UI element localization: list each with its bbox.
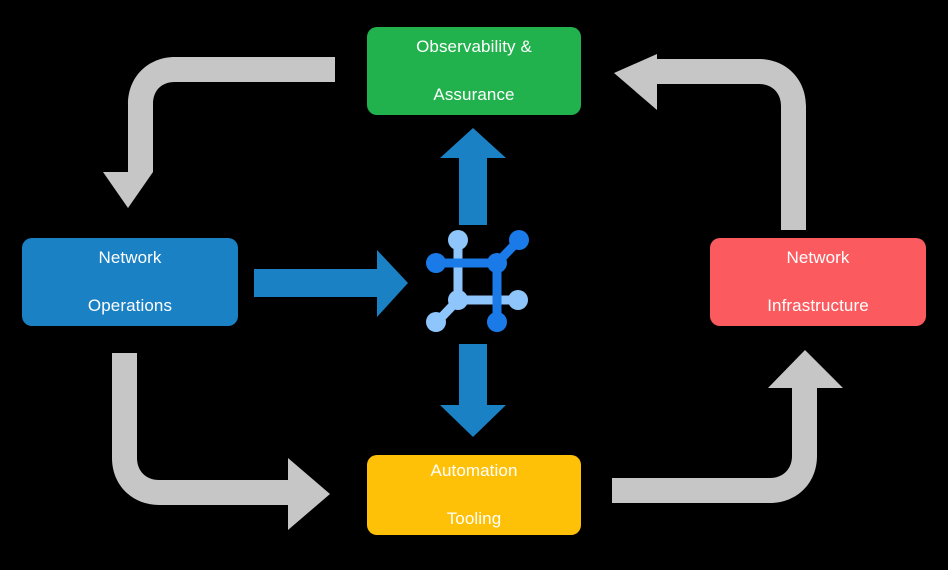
node-box-network-infrastructure[interactable]: Network Infrastructure bbox=[710, 238, 926, 326]
node-label-line-2: Infrastructure bbox=[767, 296, 869, 316]
node-label-line-1: Automation bbox=[430, 460, 518, 480]
network-node bbox=[426, 253, 446, 273]
arrow-observability-to-operations bbox=[103, 57, 335, 208]
arrow-infrastructure-to-observability bbox=[614, 54, 806, 230]
node-label-observability: Observability & Assurance bbox=[416, 11, 532, 132]
network-node bbox=[448, 230, 468, 250]
node-label-line-2: Assurance bbox=[433, 85, 515, 105]
node-box-automation-tooling[interactable]: Automation Tooling bbox=[367, 455, 581, 535]
arrow-center-to-automation bbox=[440, 344, 506, 437]
network-node bbox=[426, 312, 446, 332]
arrow-operations-to-automation bbox=[112, 353, 330, 530]
node-label-automation-tooling: Automation Tooling bbox=[431, 435, 518, 556]
network-node bbox=[508, 290, 528, 310]
network-topology-icon bbox=[426, 230, 529, 332]
node-label-line-1: Observability & bbox=[416, 36, 532, 56]
arrow-operations-to-center bbox=[254, 250, 408, 317]
arrow-center-to-observability bbox=[440, 128, 506, 225]
node-label-line-1: Network bbox=[98, 247, 162, 267]
node-label-line-2: Tooling bbox=[446, 509, 502, 529]
node-box-network-operations[interactable]: Network Operations bbox=[22, 238, 238, 326]
node-label-network-operations: Network Operations bbox=[88, 222, 172, 343]
arrow-automation-to-infrastructure bbox=[612, 350, 843, 503]
network-node bbox=[487, 312, 507, 332]
network-node bbox=[509, 230, 529, 250]
network-node bbox=[448, 290, 468, 310]
node-box-observability[interactable]: Observability & Assurance bbox=[367, 27, 581, 115]
node-label-line-1: Network bbox=[786, 247, 850, 267]
network-node bbox=[487, 253, 507, 273]
node-label-line-2: Operations bbox=[87, 296, 173, 316]
node-label-network-infrastructure: Network Infrastructure bbox=[767, 222, 869, 343]
